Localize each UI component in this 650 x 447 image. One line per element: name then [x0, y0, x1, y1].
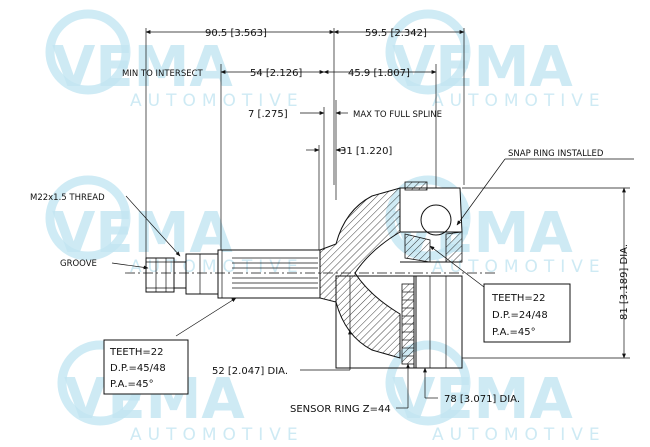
shaft-dia-label: 52 [2.047] DIA. — [212, 366, 288, 377]
dim-45-9: 45.9 [1.807] — [348, 68, 410, 79]
bell-dia-label: 78 [3.071] DIA. — [444, 394, 520, 405]
shaft-splines — [232, 257, 318, 289]
watermark-subtitle: AUTOMOTIVE — [432, 91, 606, 111]
watermark-subtitle: AUTOMOTIVE — [130, 91, 304, 111]
spec-inner-pa: P.A.=45° — [492, 327, 536, 338]
bell-housing — [319, 181, 463, 369]
watermark-top-right: VEMA AUTOMOTIVE — [385, 9, 606, 111]
watermark-brand: VEMA — [392, 367, 573, 432]
sensor-ring-label: SENSOR RING Z=44 — [290, 404, 391, 415]
dim-overall-right: 59.5 [2.342] — [365, 28, 427, 39]
watermark-mid-left: VEMA AUTOMOTIVE — [45, 175, 298, 277]
sensor-ring-teeth — [401, 283, 415, 365]
spec-inner-dp: D.P.=24/48 — [492, 310, 548, 321]
dimension-labels: 90.5 [3.563] 59.5 [2.342] MIN TO INTERSE… — [30, 28, 630, 415]
watermark-brand: VEMA — [392, 35, 573, 100]
leader-lines — [111, 158, 634, 409]
dim-min-to-intersect-value: 54 [2.126] — [250, 68, 302, 79]
groove-label: GROOVE — [60, 259, 97, 269]
watermark-brand: VEMA — [52, 35, 233, 100]
watermark-group: VEMA AUTOMOTIVE VEMA AUTOMOTIVE VEMA AUT… — [45, 9, 606, 445]
snap-ring-label: SNAP RING INSTALLED — [508, 149, 604, 159]
spec-outer-pa: P.A.=45° — [110, 379, 154, 390]
spec-box-inner: TEETH=22 D.P.=24/48 P.A.=45° — [483, 283, 571, 343]
dim-overall-left: 90.5 [3.563] — [205, 28, 267, 39]
dim-7: 7 [.275] — [248, 109, 288, 120]
dim-31: 31 [1.220] — [340, 146, 392, 157]
spec-outer-dp: D.P.=45/48 — [110, 363, 166, 374]
watermark-subtitle: AUTOMOTIVE — [130, 425, 304, 445]
dimension-lines — [145, 30, 626, 359]
watermark-bottom-right: VEMA AUTOMOTIVE — [385, 340, 606, 445]
spec-inner-teeth: TEETH=22 — [491, 293, 545, 304]
extension-lines — [145, 28, 630, 359]
thread-label: M22x1.5 THREAD — [30, 193, 105, 203]
height-dia-label: 81 [3.189] DIA. — [619, 244, 630, 320]
watermark-subtitle: AUTOMOTIVE — [432, 257, 606, 277]
dim-min-to-intersect-label: MIN TO INTERSECT — [122, 69, 204, 79]
watermark-top-left: VEMA AUTOMOTIVE — [45, 9, 304, 111]
watermark-brand: VEMA — [52, 201, 233, 266]
dim-max-to-full-spline: MAX TO FULL SPLINE — [353, 110, 442, 120]
spec-outer-teeth: TEETH=22 — [109, 347, 163, 358]
watermark-subtitle: AUTOMOTIVE — [432, 425, 606, 445]
spec-box-outer: TEETH=22 D.P.=45/48 P.A.=45° — [103, 339, 189, 395]
